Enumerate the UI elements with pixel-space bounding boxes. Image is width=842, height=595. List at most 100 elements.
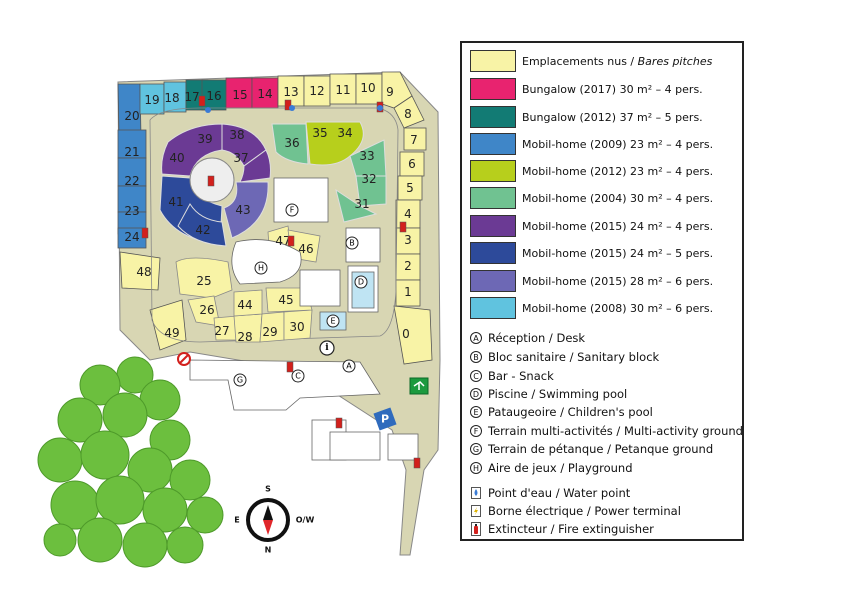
lot-41: 41 xyxy=(168,195,183,209)
lot-31: 31 xyxy=(354,197,369,211)
lot-1: 1 xyxy=(404,285,412,299)
lots-left xyxy=(117,129,187,351)
lot-21: 21 xyxy=(124,145,139,159)
legend-row-bungalow-2017: Bungalow (2017) 30 m² – 4 pers. xyxy=(470,77,703,101)
lot-42: 42 xyxy=(195,223,210,237)
power-terminal-icon xyxy=(470,504,482,518)
compass-west: O/W xyxy=(296,516,315,525)
legend-swatch xyxy=(470,242,516,264)
lot-32: 32 xyxy=(361,172,376,186)
marker-B: B xyxy=(345,236,359,250)
svg-text:B: B xyxy=(349,239,355,248)
lot-14: 14 xyxy=(257,87,272,101)
legend-swatch xyxy=(470,270,516,292)
facility-markers: A B C D E F G H xyxy=(233,203,368,387)
svg-text:F: F xyxy=(290,206,295,215)
lot-19: 19 xyxy=(144,93,159,107)
lot-39: 39 xyxy=(197,132,212,146)
lot-15: 15 xyxy=(232,88,247,102)
legend-swatch xyxy=(470,215,516,237)
lot-44: 44 xyxy=(237,298,252,312)
lot-16: 16 xyxy=(206,89,221,103)
lot-33: 33 xyxy=(359,149,374,163)
compass-rose: S N E O/W xyxy=(234,485,314,555)
lot-22: 22 xyxy=(124,174,139,188)
lot-6: 6 xyxy=(408,157,416,171)
water-point-icon xyxy=(470,486,482,500)
lot-18: 18 xyxy=(164,91,179,105)
lot-36: 36 xyxy=(284,136,299,150)
lot-7: 7 xyxy=(410,133,418,147)
lot-4: 4 xyxy=(404,207,412,221)
fire-extinguisher-icon xyxy=(470,522,482,536)
lot-28: 28 xyxy=(237,330,252,344)
lot-labels: 0 1 2 3 4 5 6 7 8 9 10 11 12 13 14 15 16… xyxy=(124,81,417,344)
legend-row-mobilhome-2009: Mobil-home (2009) 23 m² – 4 pers. xyxy=(470,132,713,156)
lot-9: 9 xyxy=(386,85,394,99)
lot-27: 27 xyxy=(214,324,229,338)
svg-text:P: P xyxy=(381,413,389,426)
lot-2: 2 xyxy=(404,259,412,273)
svg-text:D: D xyxy=(358,278,364,287)
lot-48: 48 xyxy=(136,265,151,279)
no-entry-icon xyxy=(177,352,191,366)
legend-row-mobilhome-2004: Mobil-home (2004) 30 m² – 4 pers. xyxy=(470,186,713,210)
lots-right xyxy=(393,127,433,365)
lot-43: 43 xyxy=(235,203,250,217)
compass-east: E xyxy=(234,516,239,525)
marker-D: D xyxy=(354,275,368,289)
legend-row-bungalow-2012: Bungalow (2012) 37 m² – 5 pers. xyxy=(470,105,703,129)
marker-F: F xyxy=(285,203,299,217)
lot-17: 17 xyxy=(184,90,199,104)
legend-symbol-water-point: Point d'eau / Water point xyxy=(470,484,630,502)
lots-green-pods xyxy=(271,121,387,223)
compass-north: N xyxy=(265,546,272,555)
legend-swatch xyxy=(470,160,516,182)
marker-A: A xyxy=(342,359,356,373)
legend-row-mobilhome-2015-5p: Mobil-home (2015) 24 m² – 5 pers. xyxy=(470,241,713,265)
lot-47: 47 xyxy=(275,234,290,248)
lot-13: 13 xyxy=(283,85,298,99)
lot-30: 30 xyxy=(289,320,304,334)
lot-11: 11 xyxy=(335,83,350,97)
lot-24: 24 xyxy=(124,230,139,244)
svg-text:A: A xyxy=(346,362,352,371)
legend-symbol-fire-extinguisher: Extincteur / Fire extinguisher xyxy=(470,520,654,538)
lot-45: 45 xyxy=(278,293,293,307)
legend-swatch xyxy=(470,187,516,209)
lots-center-pods xyxy=(159,123,271,247)
svg-text:C: C xyxy=(295,372,301,381)
marker-E: E xyxy=(326,314,340,328)
legend-row-bare-pitches: Emplacements nus / Bares pitches xyxy=(470,49,712,73)
legend-swatch xyxy=(470,133,516,155)
lot-49: 49 xyxy=(164,326,179,340)
lot-34: 34 xyxy=(337,126,352,140)
inner-loop-road xyxy=(149,107,399,343)
marker-H: H xyxy=(254,261,268,275)
lot-29: 29 xyxy=(262,325,277,339)
lot-25: 25 xyxy=(196,274,211,288)
svg-text:H: H xyxy=(258,264,264,273)
lot-3: 3 xyxy=(404,233,412,247)
lot-40: 40 xyxy=(169,151,184,165)
legend-row-mobilhome-2015-6p: Mobil-home (2015) 28 m² – 6 pers. xyxy=(470,269,713,293)
lot-0: 0 xyxy=(402,327,410,341)
marker-G: G xyxy=(233,373,247,387)
legend-swatch xyxy=(470,50,516,72)
water-point-markers xyxy=(205,105,383,113)
svg-text:i: i xyxy=(325,343,329,353)
lot-8: 8 xyxy=(404,107,412,121)
lot-38: 38 xyxy=(229,128,244,142)
legend-symbol-power-terminal: Borne électrique / Power terminal xyxy=(470,502,681,520)
lot-10: 10 xyxy=(360,81,375,95)
lot-37: 37 xyxy=(233,151,248,165)
lot-20: 20 xyxy=(124,109,139,123)
legend-swatch xyxy=(470,297,516,319)
map-legend: Emplacements nus / Bares pitches Bungalo… xyxy=(460,41,744,541)
legend-row-mobilhome-2008: Mobil-home (2008) 30 m² – 6 pers. xyxy=(470,296,713,320)
